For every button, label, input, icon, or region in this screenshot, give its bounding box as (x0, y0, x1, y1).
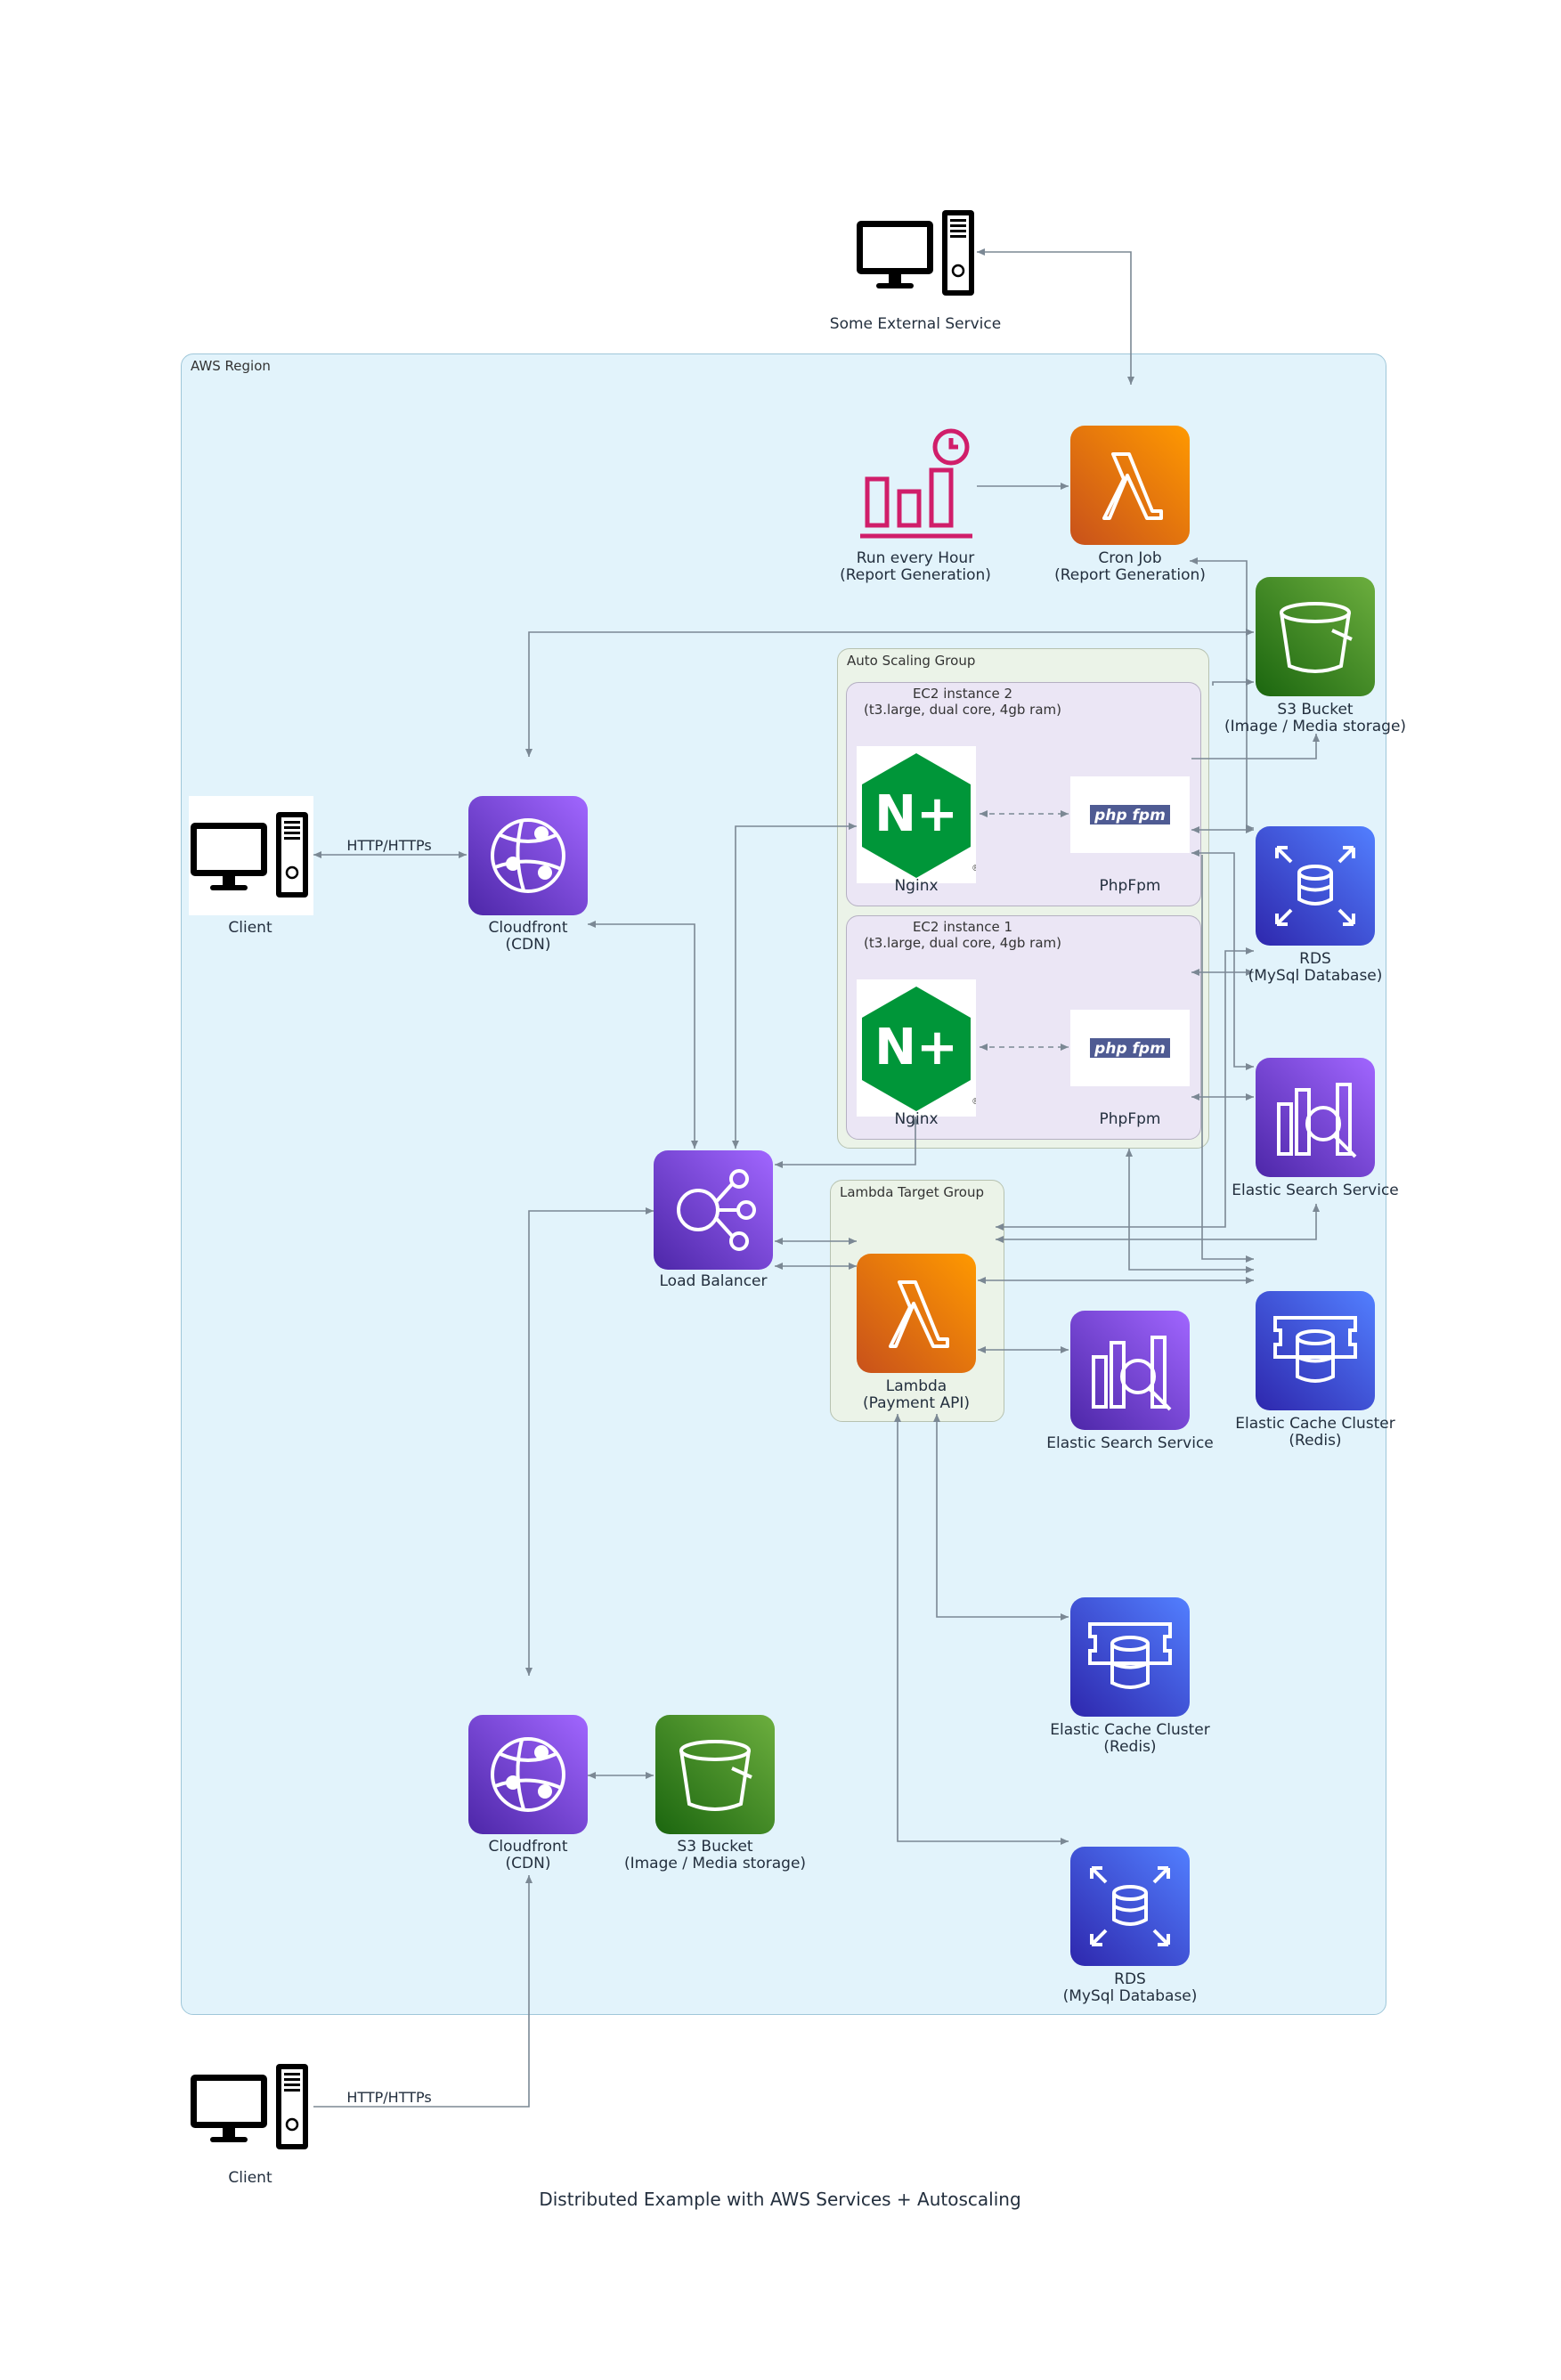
elasticsearch-icon (1092, 1336, 1172, 1411)
svg-text:N+: N+ (874, 785, 958, 843)
phpfpm-1-node[interactable]: php fpm (1070, 1010, 1190, 1086)
lambda-target-group-title: Lambda Target Group (840, 1184, 985, 1200)
elastic-search-right-label: Elastic Search Service (1232, 1182, 1399, 1199)
phpfpm-2-node[interactable]: php fpm (1070, 776, 1190, 853)
svg-text:N+: N+ (874, 1019, 958, 1076)
nginx-1-label: Nginx (894, 1110, 939, 1128)
s3-bucket-top-node[interactable] (1256, 577, 1375, 696)
s3-bucket-bottom-label: S3 Bucket (Image / Media storage) (623, 1838, 807, 1872)
elastic-search-mid-node[interactable] (1070, 1311, 1190, 1430)
bucket-icon (1280, 602, 1353, 673)
php-fpm-icon: php fpm (1090, 805, 1170, 824)
edge-label-http-top: HTTP/HTTPs (346, 837, 432, 854)
ec2-instance-2-title: EC2 instance 2 (t3.large, dual core, 4gb… (864, 686, 1061, 718)
cron-job-lambda-node[interactable] (1070, 426, 1190, 545)
elastic-search-mid-label: Elastic Search Service (1046, 1434, 1214, 1452)
load-balancer-node[interactable] (654, 1150, 773, 1270)
scheduler-label: Run every Hour (Report Generation) (840, 549, 991, 584)
phpfpm-1-label: PhpFpm (1099, 1110, 1161, 1128)
aws-region-title: AWS Region (191, 358, 271, 374)
client-computer-icon (191, 812, 308, 898)
edge-label-http-bottom: HTTP/HTTPs (346, 2089, 432, 2106)
aws-region-cluster: AWS Region (181, 353, 1386, 2015)
cloudfront-bottom-node[interactable] (468, 1715, 588, 1834)
cloudfront-bottom-label: Cloudfront (CDN) (488, 1838, 568, 1872)
cloudfront-top-node[interactable] (468, 796, 588, 915)
rds-low-node[interactable] (1070, 1847, 1190, 1966)
nginx-2-node[interactable]: N+ ® (857, 746, 980, 883)
database-icon (1275, 846, 1355, 926)
database-icon (1090, 1866, 1170, 1946)
server-computer-icon (857, 210, 974, 296)
client-bottom-node[interactable] (189, 2048, 313, 2167)
cloudfront-icon (491, 818, 565, 893)
nginx-icon: N+ ® (862, 987, 980, 1111)
cron-job-label: Cron Job (Report Generation) (1054, 549, 1206, 584)
lambda-payment-node[interactable] (857, 1254, 976, 1373)
elastic-cache-low-node[interactable] (1070, 1597, 1190, 1717)
svg-text:®: ® (972, 864, 976, 873)
nginx-1-node[interactable]: N+ ® (857, 979, 980, 1117)
phpfpm-2-label: PhpFpm (1099, 877, 1161, 895)
client-top-label: Client (228, 919, 272, 937)
lambda-icon (1102, 452, 1163, 520)
s3-bucket-top-label: S3 Bucket (Image / Media storage) (1224, 701, 1407, 735)
scheduler-node[interactable] (857, 426, 976, 545)
cache-icon (1088, 1622, 1172, 1689)
bucket-icon (679, 1740, 752, 1811)
nginx-icon: N+ ® (862, 753, 980, 878)
php-fpm-icon: php fpm (1090, 1038, 1170, 1058)
nginx-2-label: Nginx (894, 877, 939, 895)
cloudfront-top-label: Cloudfront (CDN) (488, 919, 568, 954)
rds-low-label: RDS (MySql Database) (1062, 1970, 1198, 2005)
client-computer-icon (191, 2064, 308, 2149)
diagram-caption: Distributed Example with AWS Services + … (539, 2189, 1021, 2210)
event-schedule-icon (860, 428, 972, 539)
svg-text:®: ® (972, 1097, 976, 1107)
elasticsearch-icon (1277, 1083, 1357, 1158)
auto-scaling-group-title: Auto Scaling Group (847, 653, 976, 669)
load-balancer-icon (677, 1169, 756, 1251)
elastic-search-right-node[interactable] (1256, 1058, 1375, 1177)
elastic-cache-right-node[interactable] (1256, 1291, 1375, 1410)
client-top-node[interactable] (189, 796, 313, 915)
svg-text:php fpm: php fpm (1094, 807, 1166, 824)
external-service-node[interactable] (855, 207, 980, 300)
client-bottom-label: Client (228, 2169, 272, 2187)
lambda-payment-label: Lambda (Payment API) (863, 1377, 970, 1412)
lambda-icon (889, 1280, 949, 1348)
rds-right-node[interactable] (1256, 826, 1375, 946)
cache-icon (1273, 1316, 1357, 1383)
elastic-cache-right-label: Elastic Cache Cluster (Redis) (1235, 1415, 1395, 1450)
s3-bucket-bottom-node[interactable] (655, 1715, 775, 1834)
rds-right-label: RDS (MySql Database) (1248, 950, 1383, 985)
cloudfront-icon (491, 1737, 565, 1812)
load-balancer-label: Load Balancer (659, 1272, 768, 1290)
external-service-label: Some External Service (829, 315, 1002, 333)
svg-text:php fpm: php fpm (1094, 1040, 1166, 1058)
ec2-instance-1-title: EC2 instance 1 (t3.large, dual core, 4gb… (864, 919, 1061, 951)
elastic-cache-low-label: Elastic Cache Cluster (Redis) (1050, 1721, 1210, 1756)
